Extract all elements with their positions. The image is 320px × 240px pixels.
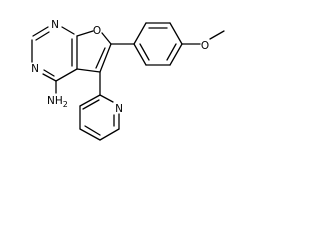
bond-c4-n3-inner [43, 69, 55, 77]
bond-py1-py2-inner [82, 99, 100, 110]
atom-n1-label: N [51, 19, 59, 31]
bond-o-ch3 [209, 30, 225, 40]
bond-py3-py4 [79, 128, 101, 141]
bond-ar6-ar1 [133, 43, 147, 66]
bond-c2-n1 [32, 26, 49, 37]
bond-c3a-c4 [55, 68, 78, 82]
atom-amine-label: NH2 [47, 95, 68, 109]
bond-c4-n3 [42, 73, 57, 82]
chemical-structure-diagram: N N O O N NH2 [31, 19, 225, 141]
bond-n1-c7a [61, 26, 75, 35]
atom-n3-label: N [31, 63, 39, 75]
bond-ar4-ar5 [169, 43, 183, 66]
bond-py3-py4-inner [84, 125, 101, 136]
atom-o-ring-label: O [93, 25, 101, 37]
bond-ar3-ar4 [169, 22, 183, 45]
amine-subscript: 2 [63, 100, 68, 109]
amine-nh: NH [47, 95, 63, 107]
atom-o-methoxy-label: O [201, 40, 209, 52]
bond-c6-c5 [99, 43, 112, 73]
bond-ar1-ar2 [133, 22, 147, 45]
bond-py1-py2 [79, 94, 101, 107]
atom-labels: N N O O N NH2 [31, 19, 209, 115]
bond-c6-c5-inner [95, 47, 106, 69]
bond-c5-c3a [76, 68, 101, 73]
bond-c7a-o [76, 30, 94, 37]
bond-c2-n1-inner [35, 31, 50, 41]
bond-py4-py5 [99, 128, 120, 141]
bond-o-c6 [101, 32, 112, 45]
bond-n-py1 [99, 94, 114, 103]
bond-ar4-ar5-inner [166, 43, 177, 61]
bond-ar6-ar1-inner [139, 43, 150, 61]
atom-n-pyridine-label: N [115, 103, 123, 115]
bonds [31, 22, 225, 141]
